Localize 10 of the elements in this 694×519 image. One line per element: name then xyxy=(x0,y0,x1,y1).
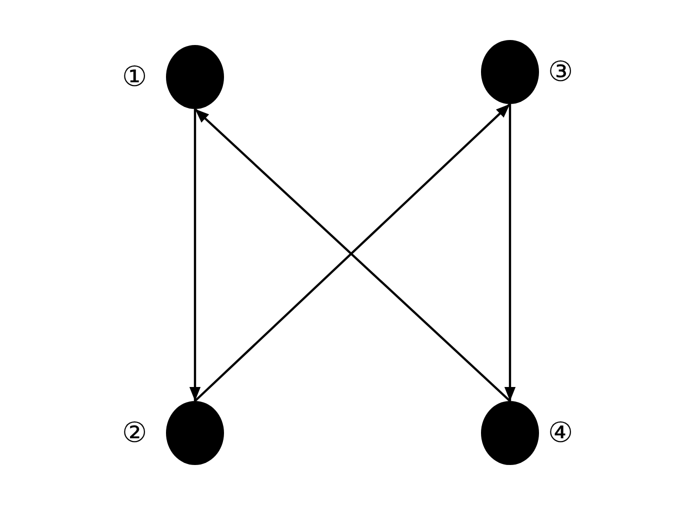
circled-number: ③ xyxy=(548,56,574,88)
filled-circle xyxy=(166,401,224,465)
arrow xyxy=(189,109,201,401)
filled-circle xyxy=(481,401,539,465)
circled-number: ④ xyxy=(548,417,574,449)
circled-number: ② xyxy=(122,417,148,449)
filled-circle xyxy=(166,45,224,109)
filled-circle xyxy=(481,40,539,104)
circled-number: ① xyxy=(122,61,148,93)
arrow xyxy=(504,104,516,401)
